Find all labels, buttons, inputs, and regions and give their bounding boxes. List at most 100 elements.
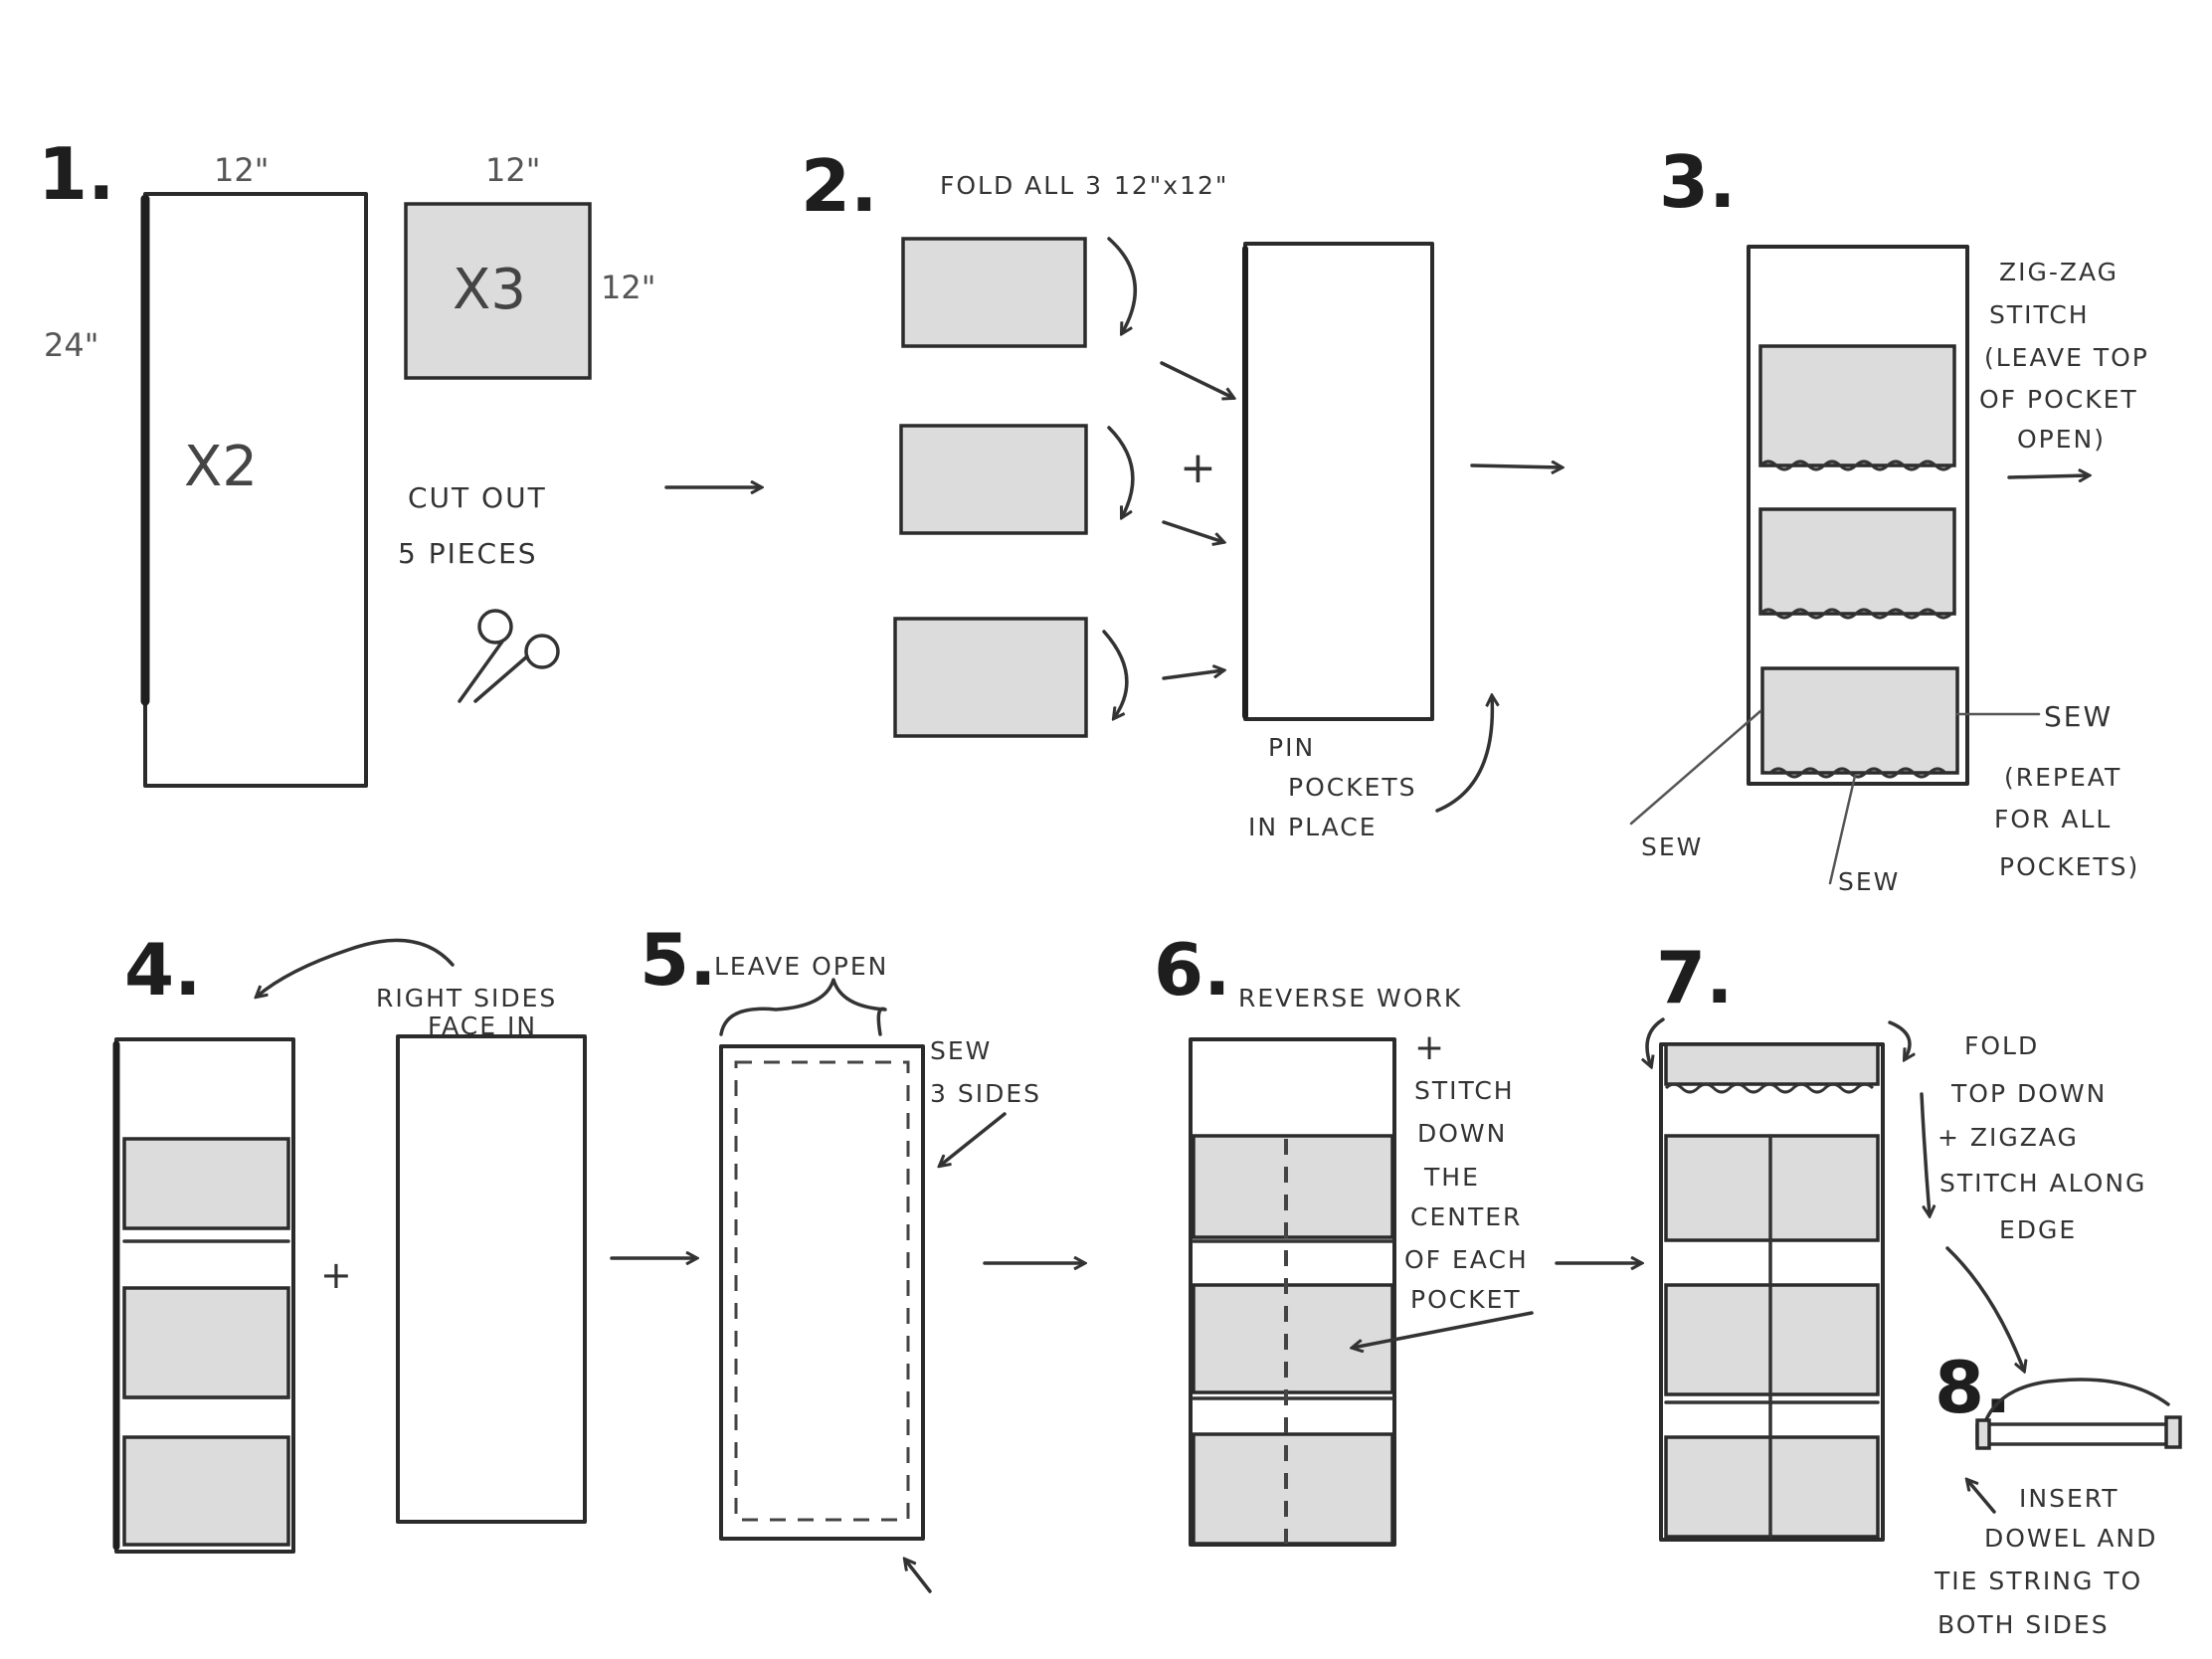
- square-piece: [404, 202, 592, 380]
- insert-line-3: TIE STRING TO: [1934, 1567, 2142, 1595]
- stitched-pocket-2: [1758, 507, 1956, 616]
- right-sides-line-1: RIGHT SIDES: [376, 984, 557, 1013]
- zigzag-stitch-2: [1758, 608, 1953, 620]
- step-8-number: 8.: [1935, 1346, 2011, 1429]
- fold-line-2: TOP DOWN: [1950, 1079, 2107, 1108]
- cut-note-line-2: 5 PIECES: [398, 537, 538, 570]
- reversed-pocket-1: [1192, 1134, 1394, 1239]
- reversed-pocket-3: [1192, 1432, 1394, 1546]
- step-3: 3. ZIG-ZAG STITCH (LEAVE TOP OF POCKET O…: [1629, 140, 2149, 896]
- pin-note-line-1: PIN: [1268, 733, 1315, 762]
- pin-arrow: [1435, 696, 1492, 813]
- pocket-arrow-1: [1160, 361, 1233, 398]
- reverse-line-1: REVERSE WORK: [1238, 984, 1462, 1013]
- fold-arrow-1: [1107, 237, 1137, 333]
- pin-note-line-2: POCKETS: [1288, 773, 1417, 802]
- sew-three-line-2: 3 SIDES: [930, 1079, 1041, 1108]
- rolled-hanger-top: [1982, 1378, 2170, 1426]
- sew-bottom-leader: [1828, 774, 1857, 885]
- fold-arrow-2: [1107, 426, 1135, 517]
- leave-open-label: LEAVE OPEN: [714, 952, 888, 981]
- step-2-number: 2.: [801, 144, 877, 228]
- plain-back-panel: [396, 1034, 587, 1524]
- bottom-corner-arrow: [905, 1560, 932, 1593]
- stitched-pocket-1: [1758, 344, 1956, 467]
- reverse-line-8: POCKET: [1410, 1285, 1522, 1314]
- step-1: 1. 12" 24" X2 12" X3 12" CUT OUT 5 PIECE…: [38, 132, 761, 788]
- fold-line-5: EDGE: [1999, 1215, 2077, 1244]
- center-stitch-arrow: [1353, 1311, 1534, 1348]
- reverse-line-7: OF EACH: [1404, 1245, 1529, 1274]
- pocket-arrow-2: [1162, 520, 1223, 542]
- fold-line-4: STITCH ALONG: [1939, 1169, 2146, 1198]
- repeat-line-1: (REPEAT: [2004, 763, 2121, 792]
- zigzag-stitch-1: [1758, 460, 1953, 471]
- backing-panel: [1243, 242, 1434, 721]
- pocket-view-3: [122, 1435, 290, 1547]
- fold-line-1: FOLD: [1964, 1031, 2039, 1060]
- sew-right-label: SEW: [2044, 700, 2113, 733]
- pin-note-line-3: IN PLACE: [1248, 813, 1378, 841]
- square-top-label: 12": [485, 151, 540, 189]
- step-8: 8. INSERT DOWEL AND TIE STRING TO BOTH S…: [1934, 1346, 2182, 1639]
- top-zigzag-stitch: [1664, 1082, 1875, 1094]
- insert-line-4: BOTH SIDES: [1937, 1610, 2110, 1639]
- dowel-end-right: [2164, 1415, 2182, 1449]
- zigzag-note-line-3: (LEAVE TOP: [1984, 343, 2149, 372]
- long-panel-count: X2: [184, 435, 258, 499]
- insert-line-2: DOWEL AND: [1984, 1524, 2157, 1553]
- cut-note-line-1: CUT OUT: [408, 481, 547, 514]
- folded-top-band: [1664, 1042, 1880, 1086]
- pocket-view-1: [122, 1137, 290, 1230]
- long-panel-width-label: 12": [214, 151, 269, 189]
- sewn-panel: [719, 1044, 925, 1541]
- reverse-line-5: THE: [1423, 1163, 1480, 1192]
- fold-line-3: + ZIGZAG: [1937, 1123, 2079, 1152]
- arrow-7-to-8: [1945, 1246, 2024, 1371]
- dowel-end-left: [1975, 1418, 1991, 1450]
- folded-pocket-3: [893, 617, 1088, 738]
- reverse-line-6: CENTER: [1410, 1202, 1522, 1231]
- insert-dowel-arrow: [1967, 1480, 1996, 1514]
- fold-down-arrow: [1920, 1092, 1930, 1215]
- plus-sign-4: +: [320, 1253, 354, 1297]
- sew-left-label: SEW: [1641, 832, 1703, 861]
- seam-allowance-dashed: [734, 1060, 910, 1522]
- sew-bottom-label: SEW: [1838, 867, 1900, 896]
- reverse-line-4: DOWN: [1417, 1119, 1507, 1148]
- step-5-number: 5.: [640, 918, 716, 1002]
- insert-line-1: INSERT: [2019, 1484, 2120, 1513]
- fold-note-b: 12"x12": [1114, 171, 1228, 200]
- arrow-3-to-4: [2007, 475, 2089, 477]
- panel-with-pockets: [1747, 245, 1969, 786]
- pocket-arrow-3: [1162, 670, 1223, 680]
- arrow-2-to-3: [1470, 465, 1562, 467]
- step-6: 6. REVERSE WORK + STITCH DOWN THE CENTER…: [1154, 928, 1641, 1547]
- fold-note-a: FOLD ALL 3: [940, 171, 1103, 200]
- plus-sign-2: +: [1180, 443, 1218, 493]
- step-4: 4. RIGHT SIDES FACE IN +: [112, 928, 696, 1554]
- scissors-icon: [458, 609, 560, 703]
- step-6-number: 6.: [1154, 928, 1230, 1012]
- step-7-number: 7.: [1656, 936, 1733, 1019]
- sew-left-leader: [1629, 709, 1762, 826]
- fold-arrow-3: [1102, 630, 1129, 718]
- square-side-label: 12": [601, 269, 655, 306]
- folded-pocket-1: [901, 237, 1087, 348]
- repeat-line-2: FOR ALL: [1994, 805, 2112, 833]
- square-count: X3: [453, 258, 526, 322]
- step-7: 7. FOLD TOP DOWN + ZIGZAG STITCH ALONG E…: [1647, 936, 2146, 1542]
- step-5: 5. LEAVE OPEN SEW 3 SIDES: [640, 918, 1084, 1593]
- zigzag-note-line-1: ZIG-ZAG: [1999, 258, 2119, 286]
- reverse-line-3: STITCH: [1414, 1076, 1515, 1105]
- pocket-view-2: [122, 1286, 290, 1399]
- leave-open-brace: [719, 978, 887, 1036]
- step-4-number: 4.: [124, 928, 201, 1012]
- step-2: 2. FOLD ALL 3 12"x12" + PIN POCKETS IN P…: [801, 144, 1562, 841]
- step-3-number: 3.: [1659, 140, 1736, 224]
- right-sides-arrow: [257, 938, 455, 997]
- fold-left-arrow: [1647, 1017, 1665, 1066]
- long-panel-height-label: 24": [44, 326, 98, 364]
- reverse-line-2: +: [1414, 1027, 1446, 1068]
